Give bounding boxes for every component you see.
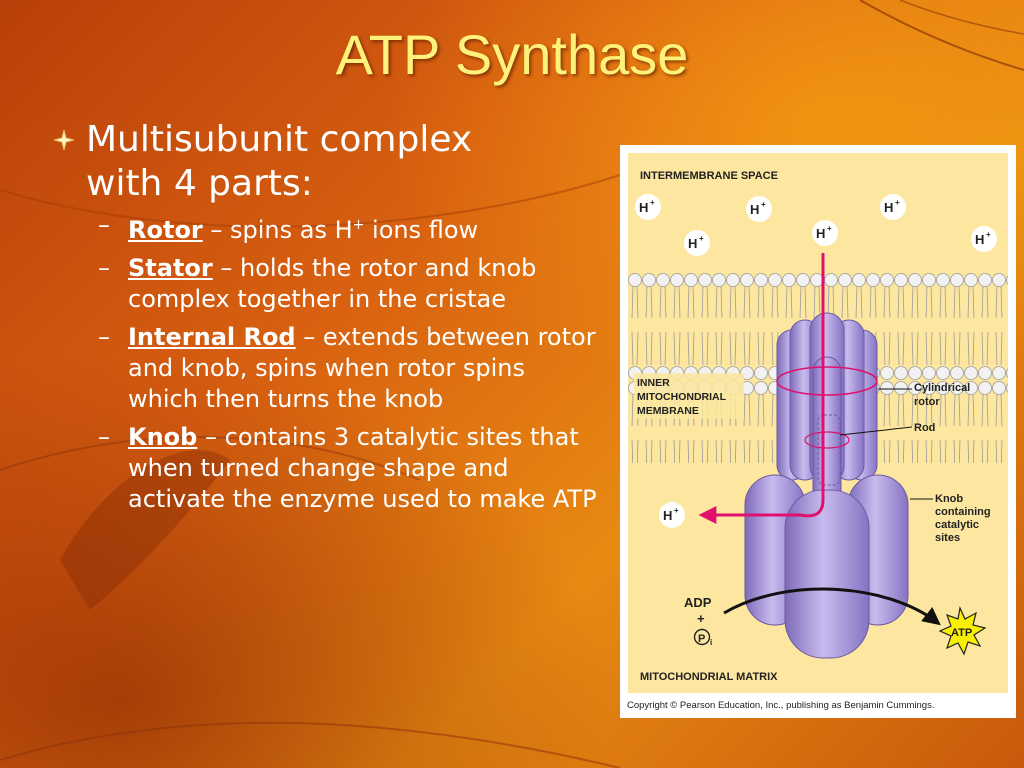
knob-label-2: containing [935,506,991,518]
h-ion: H+ [812,220,838,246]
phosphate-label: P [698,633,705,645]
intermembrane-space-label: INTERMEMBRANE SPACE [640,170,778,182]
reaction-arrow [723,587,941,626]
rod-label: Rod [914,422,935,434]
term-knob: Knob [128,423,198,451]
main-bullet-line2: with 4 parts: [86,163,313,204]
svg-text:H: H [639,200,648,215]
h-ion: H+ [684,230,710,256]
diamond-bullet-icon [53,129,75,151]
inner-membrane-label-1: INNER [637,377,670,389]
desc-rotor-part2: ions flow [364,216,479,244]
inner-membrane-label-2: MITOCHONDRIAL [637,391,727,403]
adp-label: ADP [684,595,712,610]
phosphate-circle [693,628,711,646]
rod-rotation-arrow [804,431,850,449]
atp-synthase-diagram: INTERMEMBRANE SPACE H+ H+ H+ H+ H+ H+ IN… [628,153,1008,693]
svg-text:+: + [895,198,900,207]
plus-label: + [697,611,705,626]
proton-flow-arrow [698,253,825,524]
h-ion: H+ [659,502,685,528]
knob-label-1: Knob [935,493,963,505]
rotor-label-2: rotor [914,396,940,408]
svg-text:H: H [688,236,697,251]
desc-knob: – contains 3 catalytic sites that when t… [128,423,597,513]
dash-marker: – [98,323,110,351]
knob-label-4: sites [935,532,960,544]
catalytic-knob [744,474,909,659]
svg-text:H: H [975,232,984,247]
svg-text:H: H [816,226,825,241]
h-ion: H+ [971,226,997,252]
dash-marker: – [98,423,110,451]
superscript-plus: + [352,217,365,233]
h-ion: H+ [880,194,906,220]
main-bullet-line1: Multisubunit complex [86,119,473,160]
phosphate-subscript: i [710,638,712,647]
copyright-notice: Copyright © Pearson Education, Inc., pub… [627,700,935,711]
cylindrical-rotor [776,312,878,508]
desc-stator: – holds the rotor and knob complex toget… [128,254,537,313]
svg-text:+: + [674,506,679,515]
sub-bullet-rotor: – Rotor – spins as H+ ions flow [98,210,597,246]
bullet-list: Multisubunit complex with 4 parts: – Rot… [52,118,597,522]
knob-label-3: catalytic [935,519,979,531]
svg-text:+: + [827,224,832,233]
desc-rotor-part1: – spins as H [202,216,353,244]
h-ion: H+ [746,196,772,222]
term-stator: Stator [128,254,213,282]
matrix-label: MITOCHONDRIAL MATRIX [640,671,778,683]
h-ion: H+ [635,194,661,220]
main-bullet: Multisubunit complex with 4 parts: [52,118,597,206]
sub-bullet-list: – Rotor – spins as H+ ions flow – Stator… [52,210,597,515]
desc-internal-rod: – extends between rotor and knob, spins … [128,323,596,413]
dash-marker: – [98,254,110,282]
rotation-arrow [776,366,878,396]
term-internal-rod: Internal Rod [128,323,296,351]
svg-text:H: H [663,508,672,523]
atp-synthase-figure: INTERMEMBRANE SPACE H+ H+ H+ H+ H+ H+ IN… [620,145,1016,718]
svg-text:+: + [699,234,704,243]
dash-marker: – [98,211,110,239]
svg-text:H: H [884,200,893,215]
atp-starburst [938,606,987,656]
svg-text:+: + [761,200,766,209]
svg-text:+: + [650,198,655,207]
slide-title: ATP Synthase [335,23,689,86]
internal-rod [817,414,841,486]
svg-text:H: H [750,202,759,217]
rotor-label-1: Cylindrical [914,382,970,394]
sub-bullet-stator: – Stator – holds the rotor and knob comp… [98,253,597,315]
inner-membrane-label-3: MEMBRANE [637,405,699,417]
sub-bullet-internal-rod: – Internal Rod – extends between rotor a… [98,322,597,415]
svg-text:+: + [986,230,991,239]
term-rotor: Rotor [128,216,203,244]
atp-label: ATP [951,627,972,639]
sub-bullet-knob: – Knob – contains 3 catalytic sites that… [98,422,597,515]
